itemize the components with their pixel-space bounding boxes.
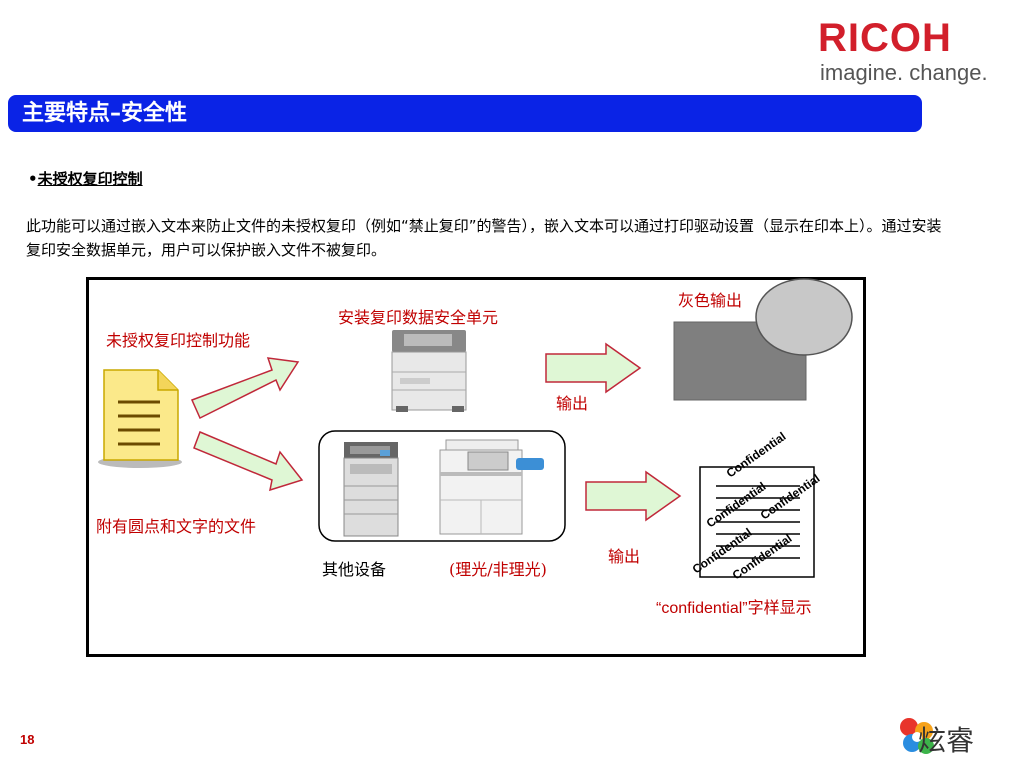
brand-text: 炫睿 <box>918 724 975 757</box>
label-confidential-display: “confidential”字样显示 <box>656 600 812 617</box>
label-gray-output: 灰色输出 <box>678 291 743 310</box>
confidential-sheet <box>699 466 815 578</box>
other-copier-icon-2 <box>439 439 544 535</box>
diagram-frame <box>86 277 866 657</box>
label-unauthorized-copy-function: 未授权复印控制功能 <box>106 331 251 350</box>
xuanrui-logo-icon <box>900 718 934 754</box>
label-other-devices: 其他设备 <box>322 560 387 579</box>
document-icon <box>98 369 182 468</box>
label-output-bottom: 输出 <box>608 547 641 566</box>
bullet-text: 未授权复印控制 <box>37 170 143 188</box>
secure-copier-icon <box>391 330 467 412</box>
label-document-with-dots-text: 附有圆点和文字的文件 <box>96 517 257 536</box>
description-paragraph: 此功能可以通过嵌入文本来防止文件的未授权复印（例如“禁止复印”的警告），嵌入文本… <box>26 217 942 259</box>
ricoh-logo-tagline: imagine. change. <box>820 60 988 85</box>
other-copier-icon-1 <box>343 442 399 537</box>
label-ricoh-nonricoh: (理光/非理光) <box>449 560 547 579</box>
gray-output-sample <box>673 278 853 401</box>
arrow-to-confidential-output <box>585 470 682 522</box>
bullet-heading: •未授权复印控制 <box>28 168 143 189</box>
label-output-top: 输出 <box>556 394 589 413</box>
arrow-to-other-devices <box>193 431 304 492</box>
title-bar <box>8 95 922 132</box>
page-title: 主要特点–安全性 <box>22 101 188 126</box>
ricoh-logo-word: RICOH <box>818 16 952 60</box>
arrow-to-secure-device <box>190 357 300 420</box>
bullet-mark: • <box>28 170 38 188</box>
page-number: 18 <box>20 732 35 747</box>
arrow-to-gray-output <box>545 342 642 394</box>
label-secure-data-unit: 安装复印数据安全单元 <box>338 308 499 327</box>
